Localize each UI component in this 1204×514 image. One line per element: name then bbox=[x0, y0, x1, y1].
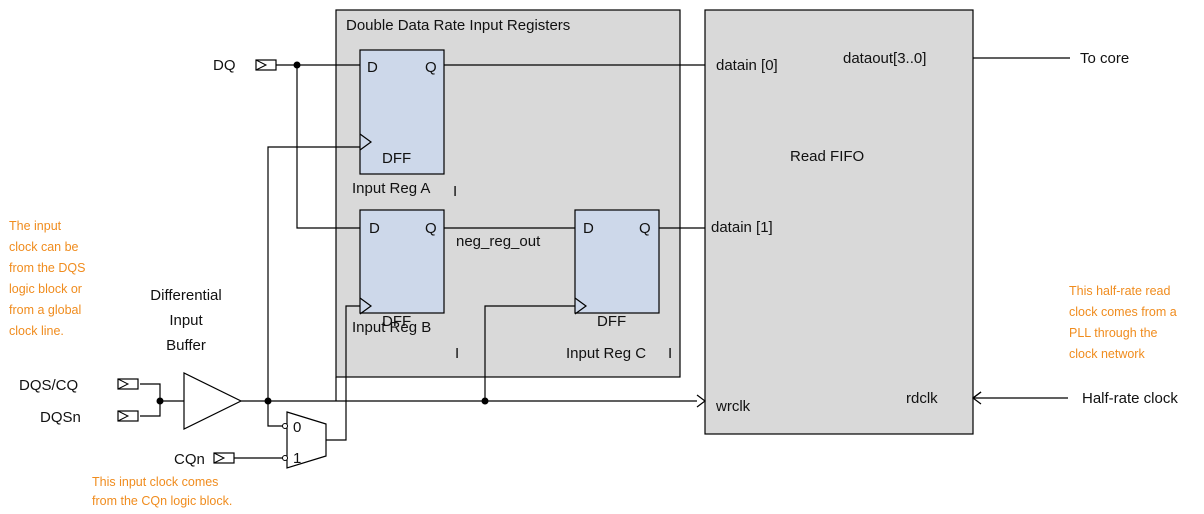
input-reg-b-clock-triangle bbox=[359, 297, 373, 315]
dqsn-pin-icon bbox=[117, 410, 139, 422]
input-reg-b-q-pin: Q bbox=[425, 220, 437, 237]
buffer-label-line-2: Input bbox=[169, 312, 203, 329]
note-line: This input clock comes bbox=[92, 475, 218, 489]
junction-dot bbox=[264, 397, 272, 405]
datain0-label: datain [0] bbox=[716, 57, 778, 74]
differential-input-buffer-icon bbox=[183, 372, 243, 430]
note-line: The input bbox=[9, 219, 62, 233]
datain1-label: datain [1] bbox=[711, 219, 773, 236]
read-fifo-title: Read FIFO bbox=[790, 148, 864, 165]
wires bbox=[140, 57, 1070, 459]
clock-mux: 0 1 bbox=[282, 411, 327, 469]
wrclk-label: wrclk bbox=[715, 398, 751, 415]
junction-dot bbox=[481, 397, 489, 405]
note-line: clock comes from a bbox=[1069, 305, 1177, 319]
to-core-label: To core bbox=[1080, 50, 1129, 67]
clock-to-reg-c-wire bbox=[484, 305, 575, 401]
mux-input-0-label: 0 bbox=[293, 419, 301, 436]
input-reg-a-dff-label: DFF bbox=[382, 150, 411, 167]
input-reg-b-dff-label: DFF bbox=[382, 313, 411, 330]
cqn-clock-note: This input clock comes from the CQn logi… bbox=[92, 475, 232, 508]
clock-to-mux-in0-wire bbox=[267, 401, 283, 427]
dq-label: DQ bbox=[213, 57, 236, 74]
mux-to-reg-b-clock-wire bbox=[326, 305, 360, 441]
mux-inverter-bubble-0 bbox=[282, 423, 288, 429]
input-reg-a-clock-triangle bbox=[359, 133, 373, 151]
note-line: from the DQS bbox=[9, 261, 85, 275]
input-reg-c-tick: I bbox=[668, 345, 672, 362]
junctions bbox=[156, 61, 489, 405]
input-reg-a-body bbox=[359, 49, 445, 175]
junction-dot bbox=[156, 397, 164, 405]
input-reg-a-name: Input Reg A bbox=[352, 180, 430, 197]
input-reg-a-q-pin: Q bbox=[425, 59, 437, 76]
input-reg-b-name: Input Reg B bbox=[352, 319, 431, 336]
input-reg-c-d-pin: D bbox=[583, 220, 594, 237]
input-reg-b-body bbox=[359, 209, 445, 314]
input-clock-note: The input clock can be from the DQS logi… bbox=[9, 219, 85, 338]
input-reg-c-name: Input Reg C bbox=[566, 345, 646, 362]
rdclk-arrow-head-icon bbox=[972, 391, 982, 405]
buffer-label-line-3: Buffer bbox=[166, 337, 206, 354]
half-rate-clock-label: Half-rate clock bbox=[1082, 390, 1178, 407]
input-reg-c-body bbox=[574, 209, 660, 314]
note-line: logic block or bbox=[9, 282, 82, 296]
input-reg-c-dff-label: DFF bbox=[597, 313, 626, 330]
input-reg-b-tick: I bbox=[455, 345, 459, 362]
input-reg-c: D Q DFF Input Reg C I bbox=[566, 209, 672, 362]
cqn-pin-icon bbox=[213, 452, 235, 464]
note-line: clock line. bbox=[9, 324, 64, 338]
note-line: from a global bbox=[9, 303, 81, 317]
dqs-cq-label: DQS/CQ bbox=[19, 377, 78, 394]
mux-inverter-bubble-1 bbox=[282, 455, 288, 461]
junction-dot bbox=[293, 61, 301, 69]
note-line: clock network bbox=[1069, 347, 1145, 361]
dq-pin-icon bbox=[255, 59, 277, 71]
half-rate-note: This half-rate read clock comes from a P… bbox=[1069, 284, 1177, 361]
cqn-label: CQn bbox=[174, 451, 205, 468]
input-reg-b-d-pin: D bbox=[369, 220, 380, 237]
note-line: This half-rate read bbox=[1069, 284, 1170, 298]
clock-mux-body bbox=[286, 411, 327, 469]
dataout-label: dataout[3..0] bbox=[843, 50, 926, 67]
read-fifo-block bbox=[704, 9, 974, 435]
input-reg-b: D Q DFF Input Reg B I bbox=[352, 209, 459, 362]
ddr-block-title: Double Data Rate Input Registers bbox=[346, 17, 570, 34]
buffer-label-line-1: Differential bbox=[150, 287, 221, 304]
mux-input-1-label: 1 bbox=[293, 450, 301, 467]
input-reg-c-q-pin: Q bbox=[639, 220, 651, 237]
clock-to-reg-a-wire bbox=[267, 146, 360, 401]
neg-reg-out-label: neg_reg_out bbox=[456, 233, 541, 250]
dqs-pin-icon bbox=[117, 378, 139, 390]
input-reg-a-tick: I bbox=[453, 183, 457, 200]
note-line: from the CQn logic block. bbox=[92, 494, 232, 508]
note-line: PLL through the bbox=[1069, 326, 1158, 340]
input-reg-a-d-pin: D bbox=[367, 59, 378, 76]
note-line: clock can be bbox=[9, 240, 79, 254]
input-reg-a: D Q DFF Input Reg A I bbox=[352, 49, 457, 200]
rdclk-label: rdclk bbox=[906, 390, 938, 407]
input-reg-c-clock-triangle bbox=[574, 297, 588, 315]
wrclk-arrow-icon bbox=[696, 394, 706, 408]
dq-to-reg-b-wire bbox=[296, 65, 360, 229]
dqsn-label: DQSn bbox=[40, 409, 81, 426]
